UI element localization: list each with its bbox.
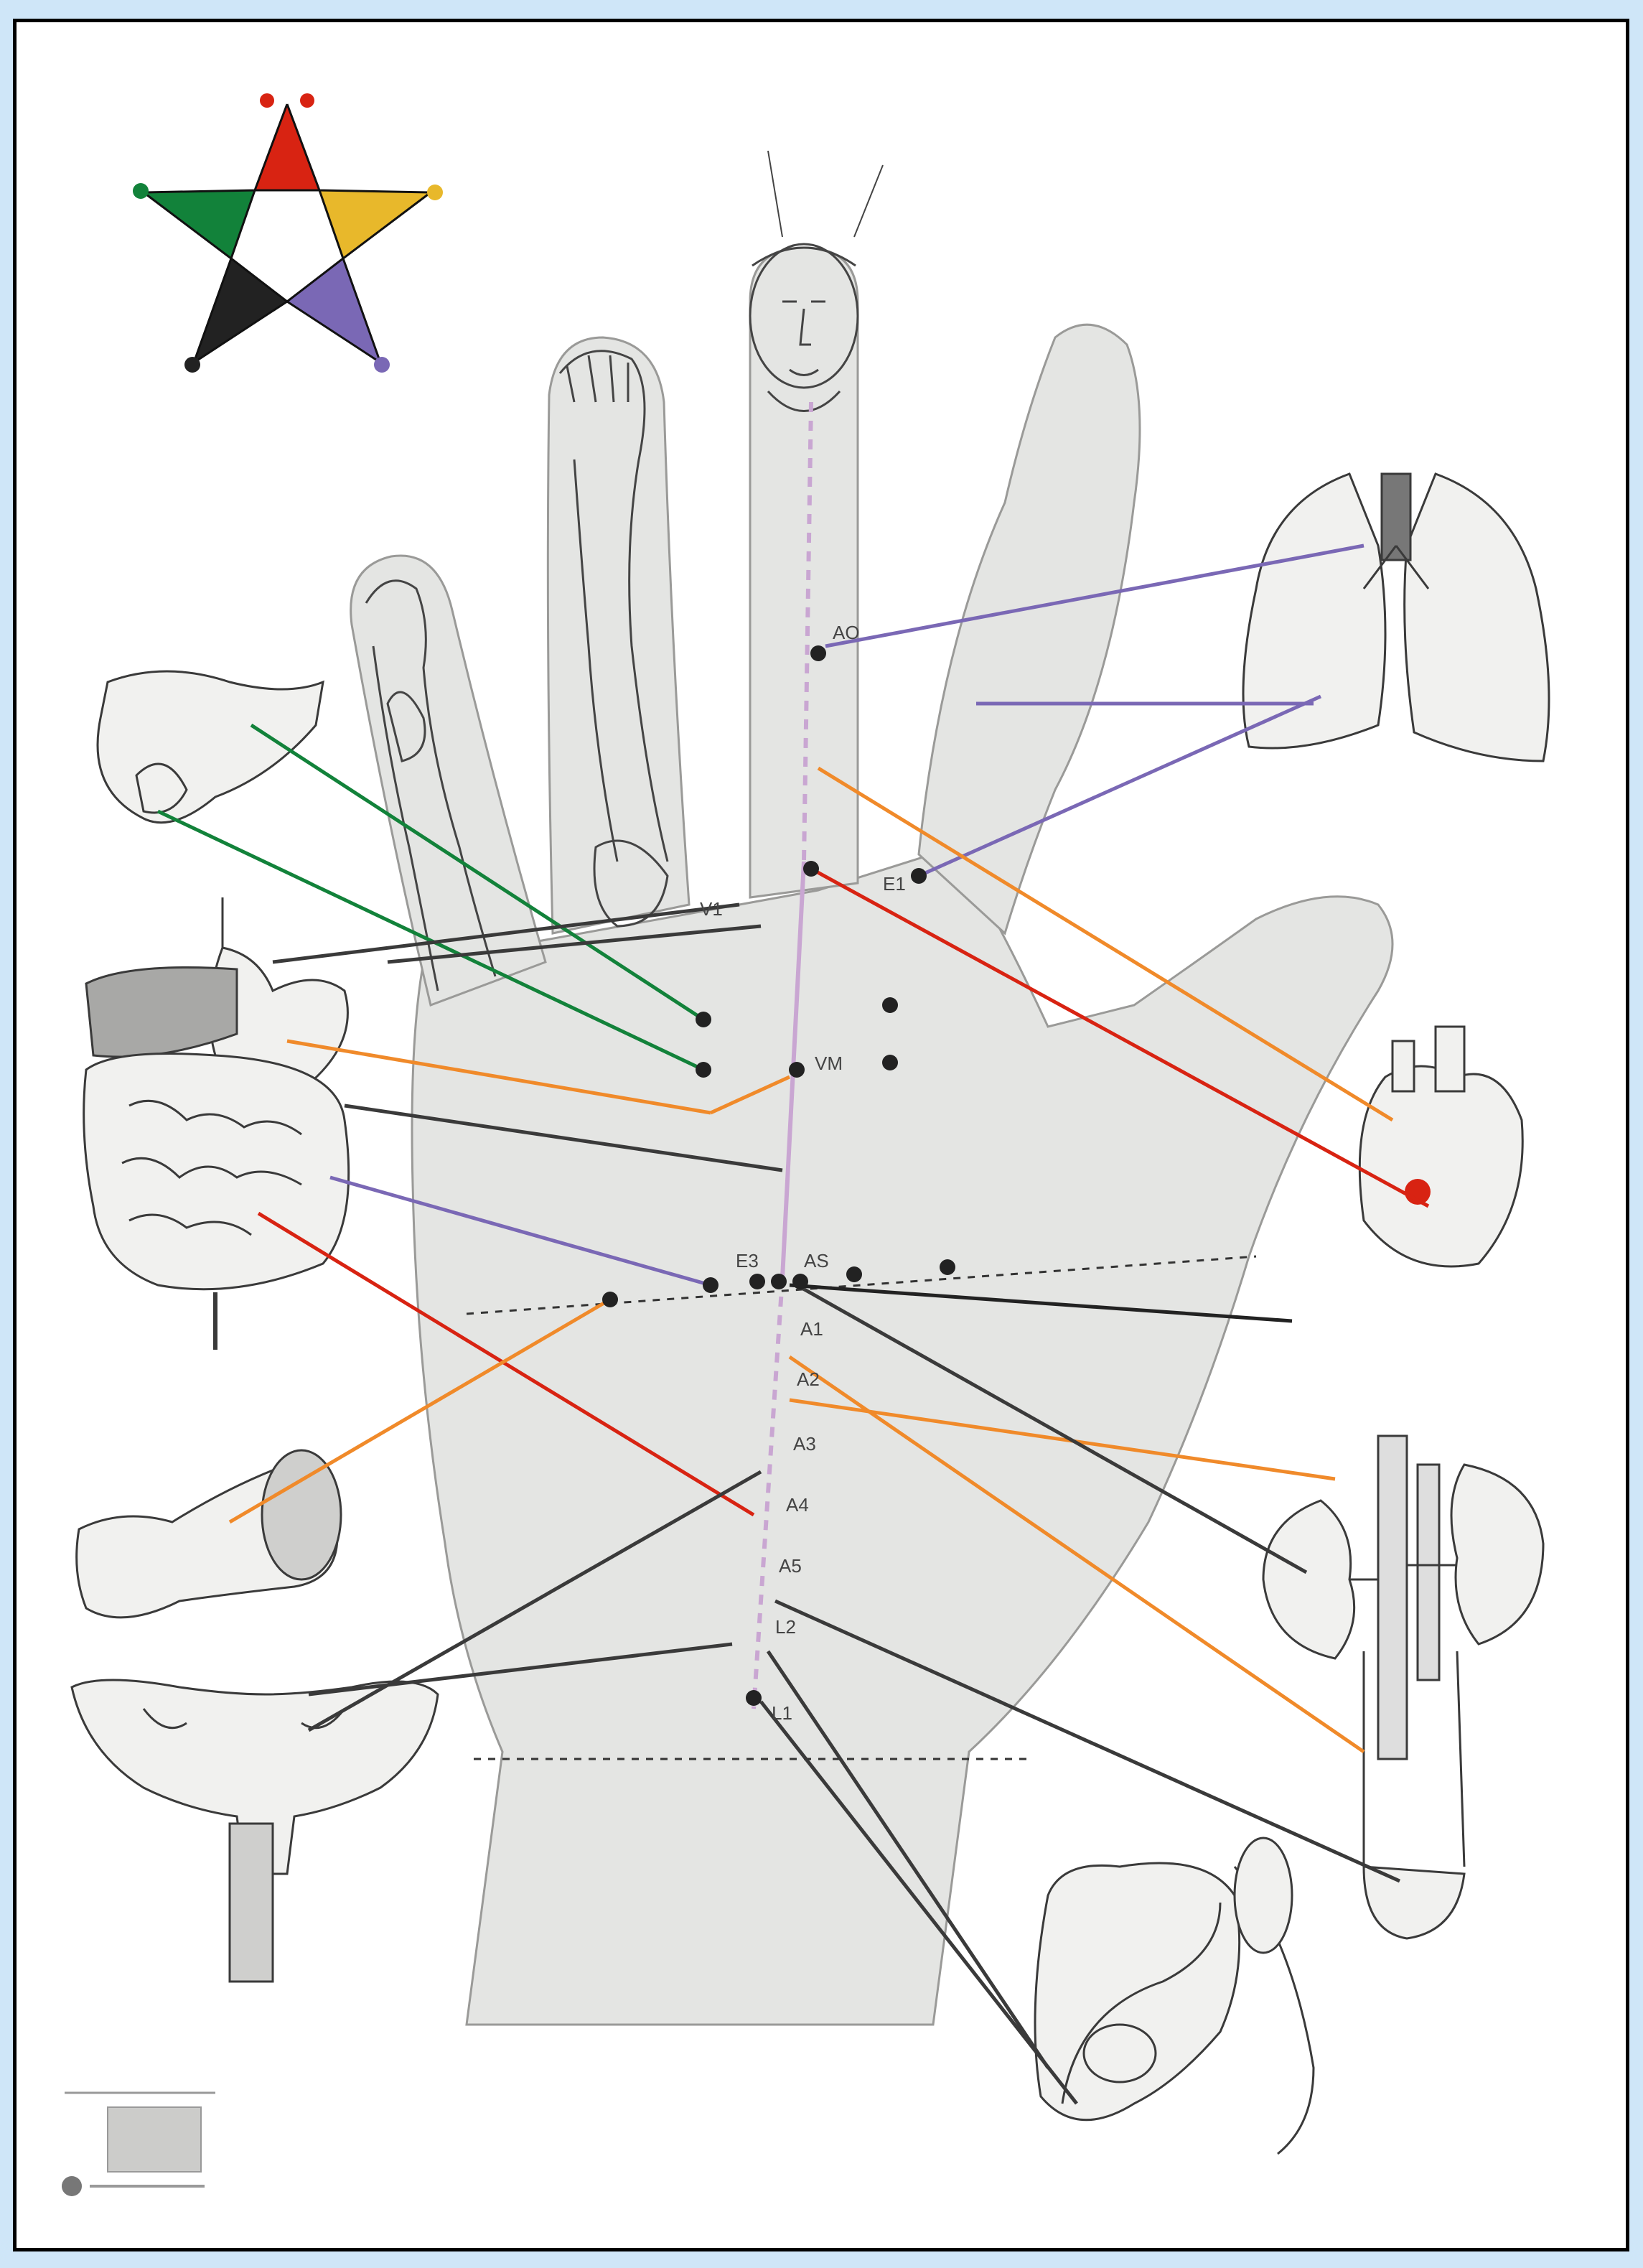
- red-triangle-icon: [255, 104, 319, 190]
- point-dot: [911, 868, 927, 884]
- red-dot: [300, 93, 314, 108]
- green-dot: [133, 183, 149, 199]
- point-dot: [789, 1062, 805, 1078]
- red-dot: [260, 93, 274, 108]
- point-label: E3: [736, 1250, 759, 1271]
- point-label: L2: [775, 1616, 796, 1638]
- point-label: AO: [833, 622, 860, 643]
- five-elements-pentagram: [133, 93, 443, 373]
- point-label: A1: [800, 1318, 823, 1340]
- point-dot: [792, 1274, 808, 1289]
- yellow-dot: [427, 185, 443, 200]
- point-dot: [882, 997, 898, 1013]
- point-label: A2: [797, 1368, 820, 1390]
- uterus-icon: [72, 1680, 438, 1982]
- heart-icon: [1359, 1027, 1522, 1266]
- point-label: A4: [786, 1494, 809, 1516]
- point-dot: [810, 645, 826, 661]
- point-dot: [602, 1292, 618, 1307]
- lungs-icon: [1243, 474, 1549, 761]
- thumb: [919, 325, 1140, 933]
- point-label: A3: [793, 1433, 816, 1455]
- point-dot: [696, 1012, 711, 1027]
- point-dot: [771, 1274, 787, 1289]
- point-dot: [703, 1277, 718, 1293]
- ring-finger: [351, 556, 546, 1005]
- publisher-logo-icon: [62, 2093, 215, 2196]
- middle-finger: [548, 337, 689, 933]
- point-dot: [746, 1690, 762, 1706]
- point-dot: [882, 1055, 898, 1070]
- point-dot: [696, 1062, 711, 1078]
- point-label: AS: [804, 1250, 829, 1271]
- point-dot: [940, 1259, 955, 1275]
- point-label: L1: [772, 1702, 792, 1724]
- point-label: V1: [700, 898, 723, 920]
- purple-dot: [374, 357, 390, 373]
- intestines-icon: [84, 1054, 349, 1350]
- point-dot: [846, 1266, 862, 1282]
- black-dot: [184, 357, 200, 373]
- point-dot: [803, 861, 819, 877]
- point-dot: [749, 1274, 765, 1289]
- liver-icon: [98, 671, 323, 823]
- point-label: A5: [779, 1555, 802, 1577]
- prostate-icon: [1035, 1838, 1314, 2154]
- point-label: E1: [883, 873, 906, 895]
- pancreas-icon: [77, 1450, 341, 1618]
- point-label: VM: [815, 1053, 843, 1074]
